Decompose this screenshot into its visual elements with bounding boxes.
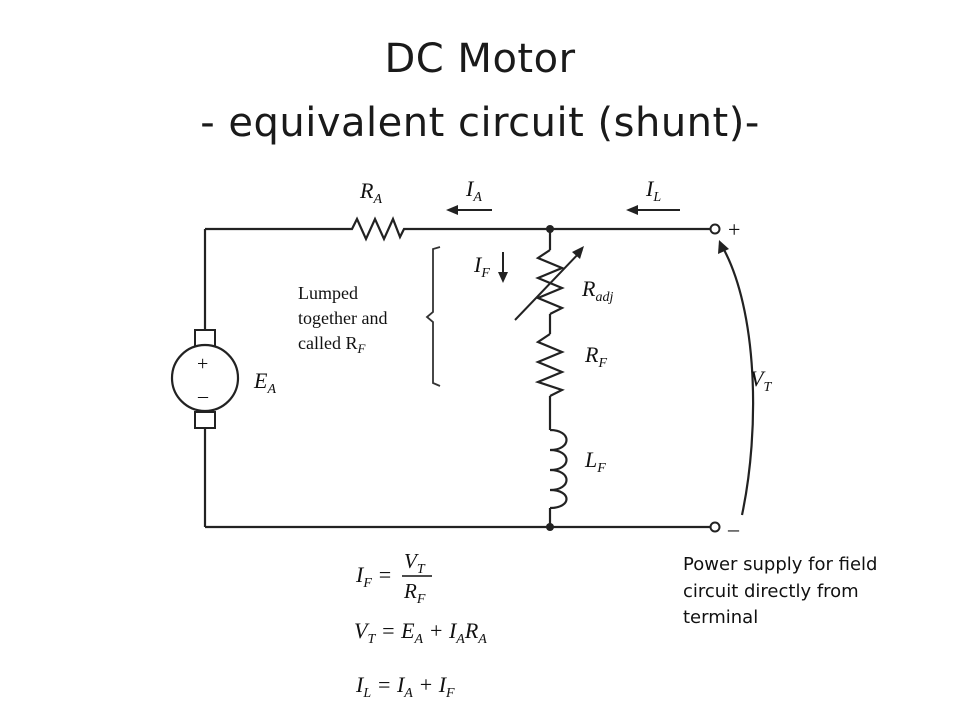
lumped-line-2: together and (298, 308, 387, 328)
label-ia: IA (465, 176, 482, 205)
junction-bottom (546, 523, 554, 531)
brush-top (194, 329, 216, 347)
label-radj: Radj (581, 276, 613, 305)
armature-circle (170, 343, 240, 413)
ia-arrow-head (446, 205, 458, 215)
label-ra: RA (359, 178, 382, 207)
equation-il: IL = IA + IF (355, 672, 455, 701)
il-arrow-head (626, 205, 638, 215)
brush-bottom (194, 411, 216, 429)
lumped-line-1: Lumped (298, 283, 358, 303)
label-ea: EA (253, 368, 276, 397)
junction-top (546, 225, 554, 233)
equation-if-denominator: RF (403, 579, 426, 607)
lumped-brace (425, 246, 441, 387)
equation-if-numerator: VT (404, 549, 426, 577)
label-vt: VT (750, 366, 772, 395)
terminal-positive (709, 223, 721, 235)
equation-vt: VT = EA + IARA (354, 618, 487, 647)
variable-arrow-line (514, 249, 583, 321)
terminal-negative (709, 521, 721, 533)
vt-arc (721, 245, 755, 516)
armature-resistor (340, 216, 550, 242)
source-minus-sign: – (197, 385, 209, 407)
terminal-minus-sign: – (727, 516, 740, 541)
variable-arrow-head (572, 246, 584, 259)
terminal-plus-sign: + (728, 217, 740, 242)
label-il: IL (645, 176, 661, 205)
label-lf: LF (584, 447, 606, 476)
label-rf: RF (584, 342, 607, 371)
title-line-2: - equivalent circuit (shunt)- (200, 100, 760, 146)
vt-arc-head (718, 240, 729, 254)
equation-if-lhs: IF = (355, 562, 392, 591)
label-if: IF (473, 252, 490, 281)
title-line-1: DC Motor (384, 36, 576, 82)
field-resistor (534, 333, 565, 397)
field-inductor (549, 428, 568, 510)
power-supply-note: Power supply for field circuit directly … (683, 554, 878, 628)
if-arrow-head (498, 272, 508, 283)
lumped-line-3: called RF (298, 333, 366, 356)
source-plus-sign: + (197, 353, 208, 375)
